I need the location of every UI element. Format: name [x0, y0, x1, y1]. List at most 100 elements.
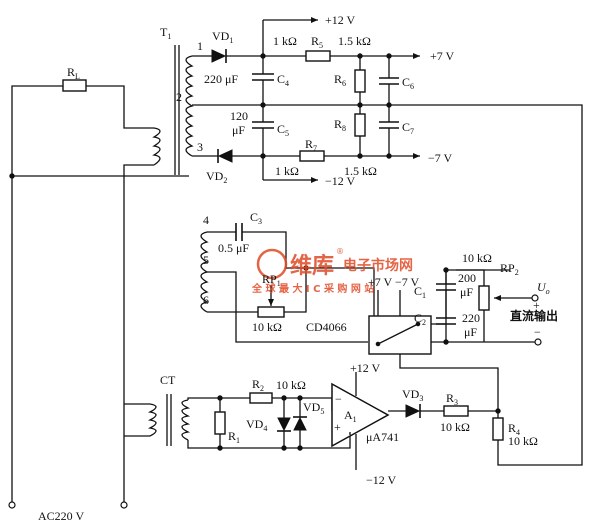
resistor-r7: [299, 150, 325, 162]
label-c5-value1: 120: [230, 109, 248, 123]
label-rp2-value: 10 kΩ: [462, 251, 492, 265]
label-pin6: 6: [203, 293, 209, 307]
label-out-minus: −: [534, 325, 541, 339]
label-c1-value1: 200: [458, 271, 476, 285]
label-r-bot-1-5k: 1.5 kΩ: [344, 164, 377, 178]
watermark-reg: ®: [336, 247, 344, 256]
diode-vd2: [217, 149, 233, 163]
label-c7: C7: [402, 120, 414, 136]
label-supply-mid: +7 V −7 V: [368, 275, 420, 289]
label-c1-value2: μF: [460, 285, 473, 299]
label-minus12v: −12 V: [325, 174, 356, 188]
ac-input-circuit: [8, 45, 189, 509]
output-filter: [436, 267, 542, 346]
label-plus12v: +12 V: [325, 13, 356, 27]
label-r2-value: 10 kΩ: [276, 378, 306, 392]
label-ct: CT: [160, 373, 176, 387]
resistor-rl: [62, 79, 87, 92]
label-uo: Uo: [537, 280, 550, 296]
watermark-brand: 维库: [290, 253, 334, 279]
resistor-r6: [354, 69, 366, 93]
label-dc-output: 直流输出: [510, 308, 558, 323]
resistor-r3: [443, 405, 469, 417]
label-opamp-minus12v: −12 V: [366, 473, 397, 487]
opamp-a1: [331, 382, 390, 448]
label-pin5: 5: [203, 253, 209, 267]
label-c5-value2: μF: [232, 123, 245, 137]
label-rp1-value: 10 kΩ: [252, 320, 282, 334]
label-ua741: μA741: [366, 430, 399, 444]
label-vd4: VD4: [246, 417, 267, 433]
label-pin1: 1: [197, 39, 203, 53]
label-r3: R3: [446, 391, 458, 407]
diode-vd1: [211, 49, 227, 63]
label-cd4066: CD4066: [306, 320, 347, 334]
resistor-r5: [305, 50, 331, 62]
ac-terminal-left: [8, 501, 16, 509]
label-a1: A1: [344, 408, 357, 424]
potentiometer-rp2: [478, 285, 490, 311]
label-plus7v: +7 V: [430, 49, 455, 63]
label-vd3: VD3: [402, 387, 423, 403]
resistor-r8: [354, 113, 366, 137]
label-r5: R5: [311, 34, 323, 50]
resistor-r1: [214, 411, 226, 435]
label-r8: R8: [334, 117, 346, 133]
diode-vd3: [405, 404, 421, 418]
label-c5: C5: [277, 122, 289, 138]
diode-vd4: [277, 417, 291, 432]
label-vd1: VD1: [212, 29, 233, 45]
switch-cd4066: [368, 315, 432, 355]
t1-secondary-power: [185, 17, 583, 466]
label-c3: C3: [250, 210, 262, 226]
label-r4-value: 10 kΩ: [508, 434, 538, 448]
label-r1: R1: [228, 429, 240, 445]
resistor-r2: [249, 392, 273, 404]
resistor-r4: [492, 417, 504, 441]
watermark-site: 电子市场网: [343, 257, 413, 274]
label-r4: R4: [508, 421, 520, 437]
t1-primary-coil: [152, 127, 161, 166]
label-r5-value: 1 kΩ: [273, 34, 297, 48]
label-c2: C2: [414, 311, 426, 327]
diode-vd5: [293, 416, 307, 431]
label-ac220: AC220 V: [38, 509, 84, 523]
label-r2: R2: [252, 377, 264, 393]
label-opamp-plus: +: [334, 420, 341, 434]
watermark-logo-icon: [256, 248, 288, 280]
label-opamp-plus12v: +12 V: [350, 361, 381, 375]
label-pin2: 2: [176, 90, 182, 104]
label-rp2: RP2: [500, 261, 519, 277]
potentiometer-rp1: [257, 306, 285, 318]
label-c3-value: 0.5 μF: [218, 241, 249, 255]
output-terminal-minus: [534, 338, 542, 346]
label-r-top-1-5k: 1.5 kΩ: [338, 34, 371, 48]
label-c2-value1: 220: [462, 311, 480, 325]
ct-opamp-circuit: [124, 372, 538, 470]
label-c1: C1: [414, 284, 426, 300]
label-c6: C6: [402, 75, 414, 91]
label-c4: C4: [277, 72, 289, 88]
label-c4-value: 220 μF: [204, 72, 238, 86]
ac-terminal-right: [120, 501, 128, 509]
label-c2-value2: μF: [464, 325, 477, 339]
label-rl: RL: [67, 65, 80, 81]
watermark: 维库 ® 电子市场网 全 球 最 大 I C 采 购 网 站: [251, 247, 413, 295]
label-opamp-minus: −: [335, 392, 342, 406]
label-out-plus: +: [533, 298, 540, 312]
label-rp1: RP1: [262, 272, 281, 288]
label-r7-value: 1 kΩ: [275, 164, 299, 178]
label-pin3: 3: [197, 140, 203, 154]
watermark-subtitle: 全 球 最 大 I C 采 购 网 站: [251, 282, 374, 295]
label-r3-value: 10 kΩ: [440, 420, 470, 434]
output-terminal-plus: [531, 294, 539, 302]
label-vd2: VD2: [206, 169, 227, 185]
label-vd5: VD5: [303, 400, 324, 416]
label-r7: R7: [305, 137, 317, 153]
t1-secondary-signal: [200, 223, 538, 412]
label-pin4: 4: [203, 213, 209, 227]
labels: T1 RL AC220 V 1 2 3 VD1 VD2 +12 V −12 V …: [38, 13, 558, 523]
label-t1: T1: [160, 25, 171, 41]
label-r6: R6: [334, 72, 346, 88]
